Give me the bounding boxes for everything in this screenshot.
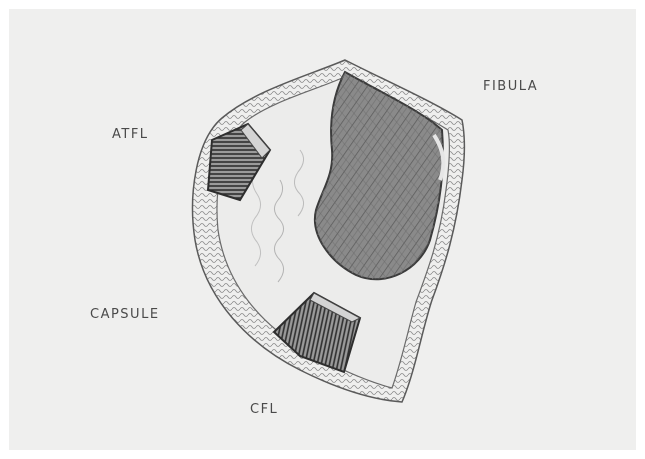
fibula-label: FIBULA xyxy=(483,79,538,94)
atfl-label: ATFL xyxy=(112,127,149,142)
capsule-label: CAPSULE xyxy=(90,307,160,322)
cfl-label: CFL xyxy=(250,402,278,417)
